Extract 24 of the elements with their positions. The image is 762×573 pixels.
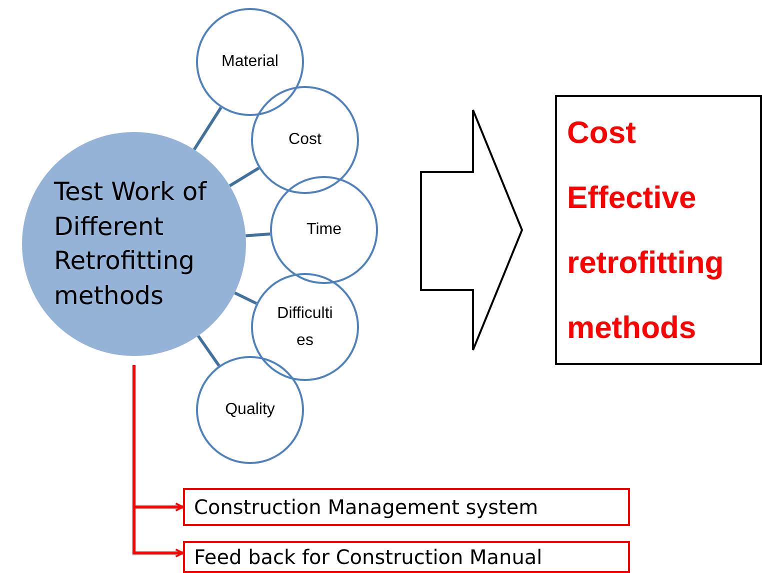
connector-line — [234, 292, 258, 305]
factor-circle — [196, 356, 304, 464]
factor-circle — [251, 273, 359, 381]
factor-label: Time — [306, 220, 342, 240]
factor-circle — [251, 86, 359, 194]
factor-label: Cost — [288, 130, 322, 150]
result-box — [555, 95, 762, 365]
factor-label: Material — [220, 52, 280, 72]
topic-text: Test Work of Different Retrofitting methods — [54, 176, 208, 312]
output-text: Feed back for Construction Manual — [194, 545, 542, 569]
output-box — [183, 541, 630, 573]
connector-line — [246, 232, 270, 238]
factor-label: Difficulti es — [276, 304, 334, 351]
connector-line — [228, 166, 260, 188]
connector-line — [192, 106, 222, 150]
factor-circle — [270, 176, 378, 284]
output-box — [183, 488, 630, 526]
result-text: Cost Effective retrofitting methods — [567, 114, 725, 347]
factor-label: Quality — [224, 400, 276, 420]
block-arrow — [420, 109, 524, 351]
arrow — [132, 365, 184, 558]
connector-line — [196, 334, 220, 367]
factor-circle — [196, 8, 304, 116]
output-text: Construction Management system — [194, 495, 538, 519]
